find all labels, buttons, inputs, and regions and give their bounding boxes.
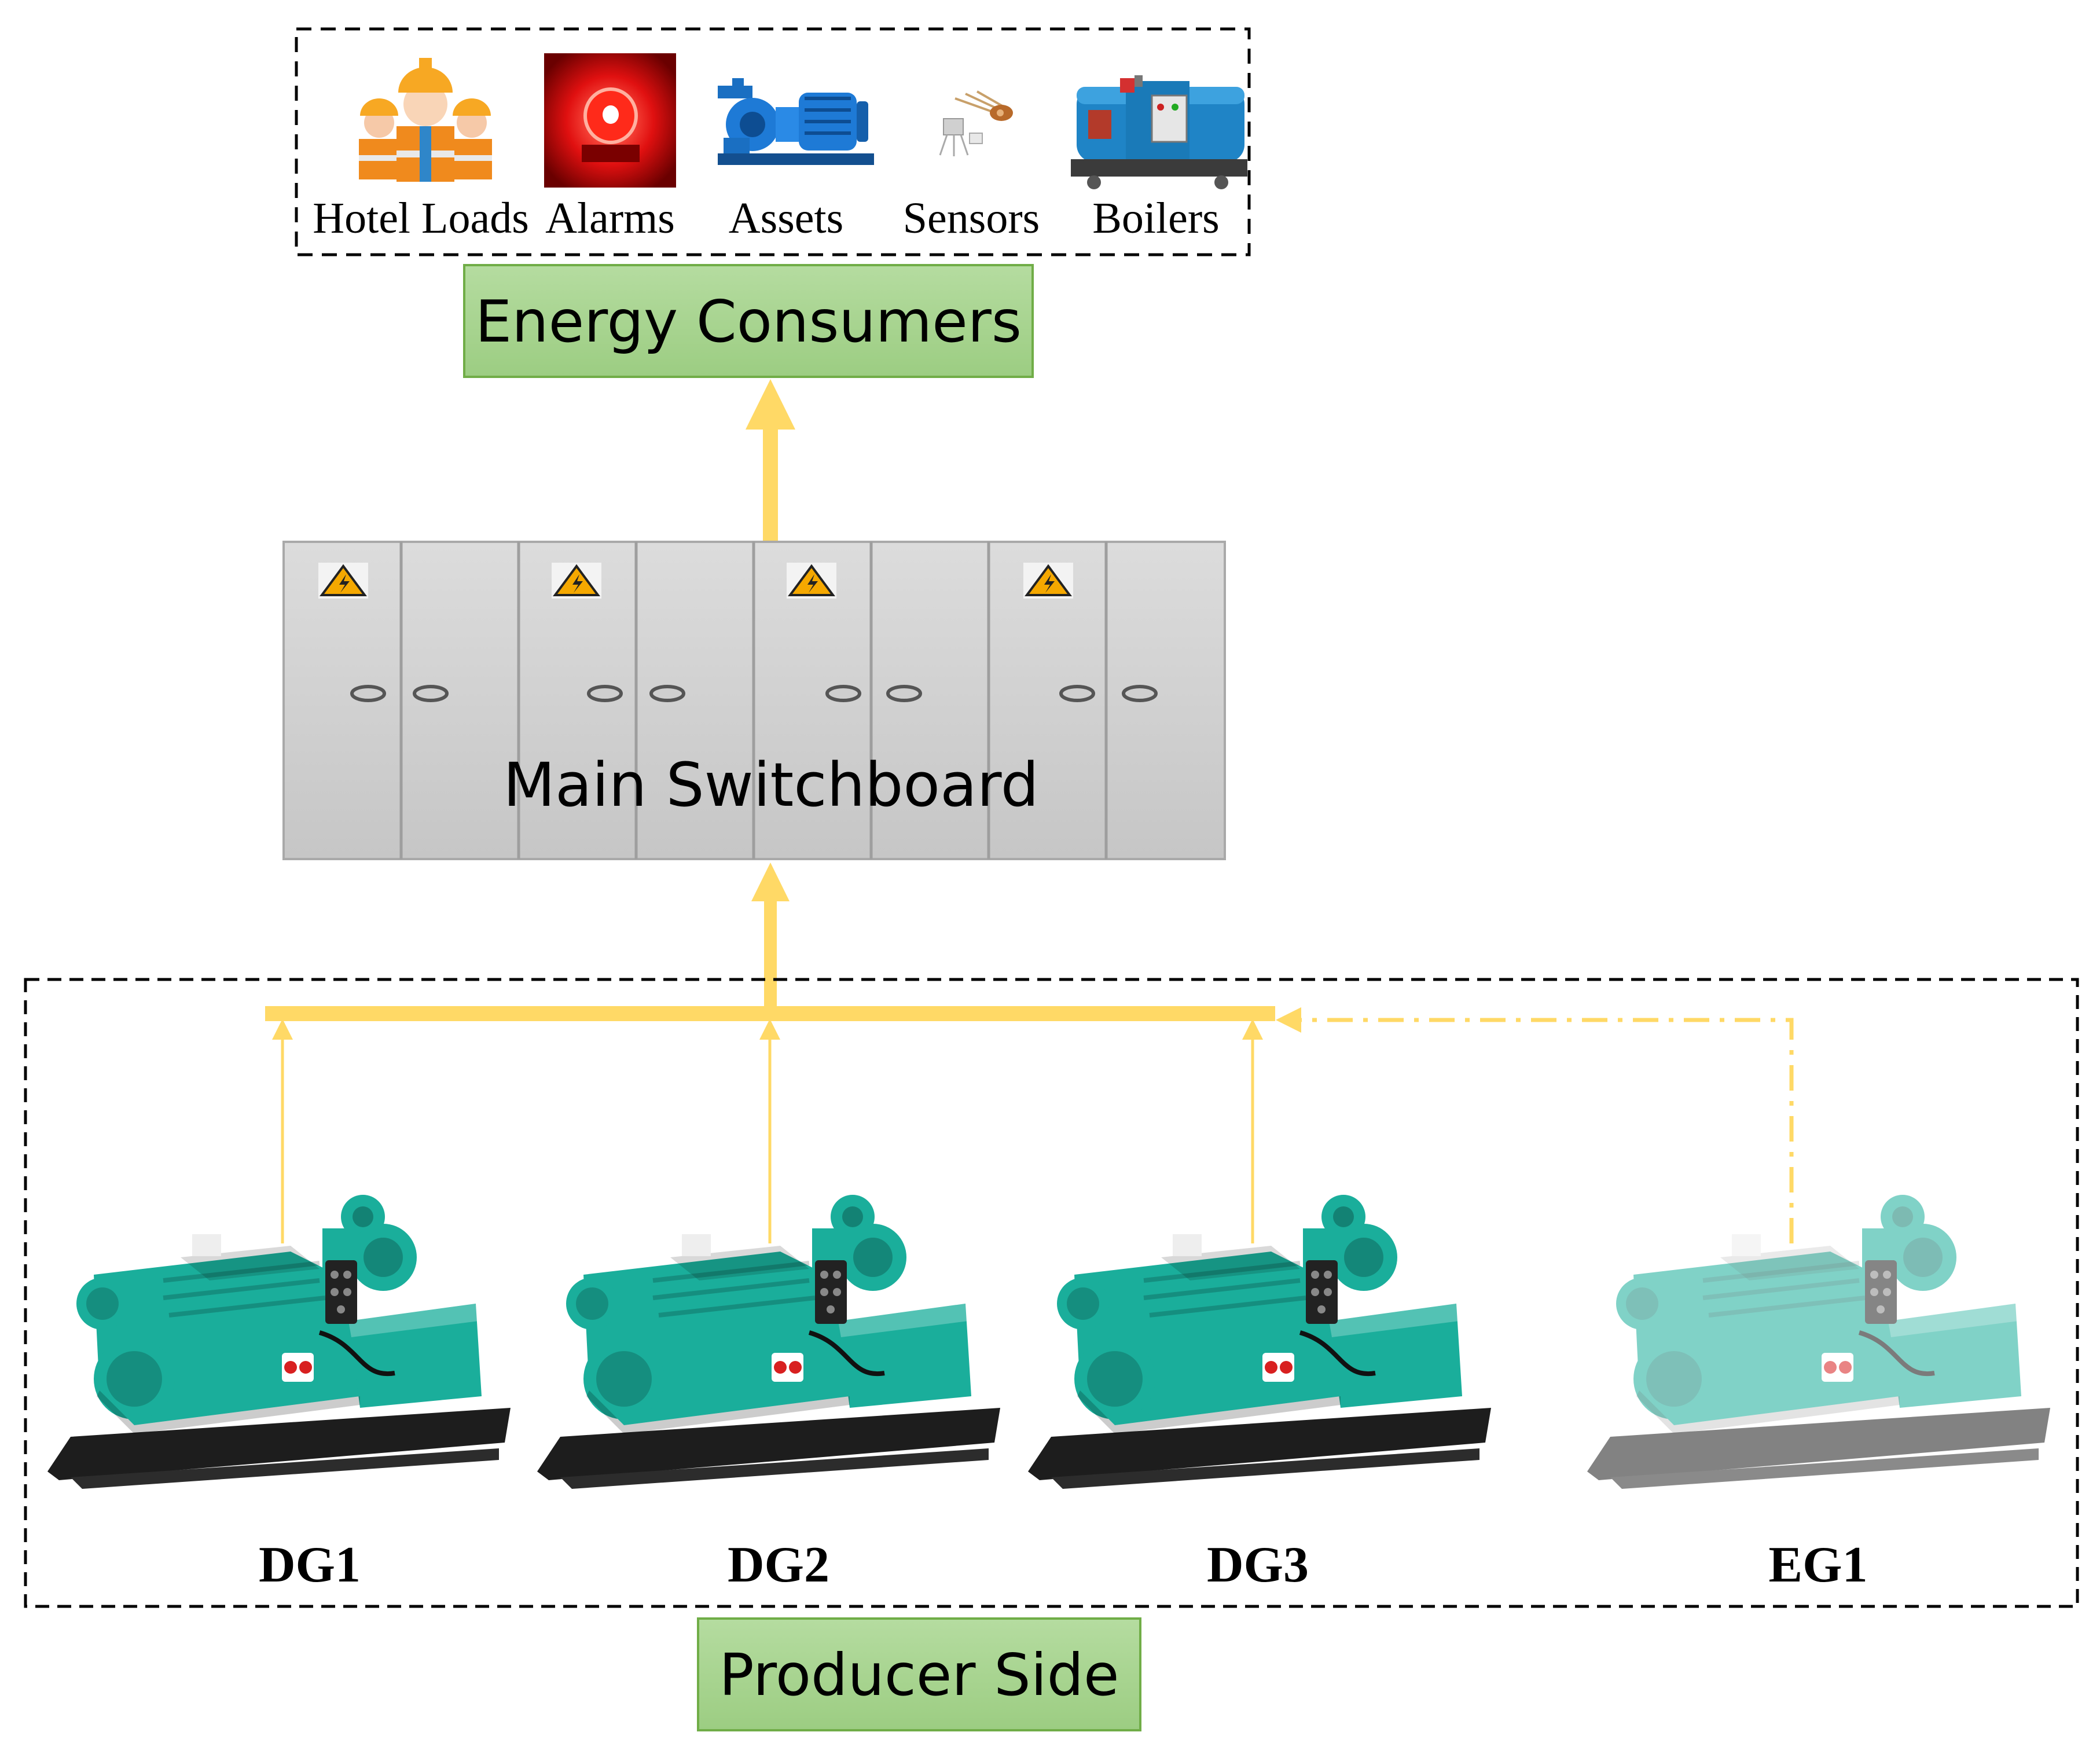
generator-label-dg1: DG1 xyxy=(259,1537,361,1593)
consumers-group-box xyxy=(295,27,1251,256)
generator-label-dg3: DG3 xyxy=(1207,1537,1309,1593)
producer-group-box xyxy=(24,978,2079,1608)
boiler-icon xyxy=(1071,75,1247,189)
main-switchboard-label: Main Switchboard xyxy=(503,750,1039,820)
power-bus-bar xyxy=(265,1006,1275,1021)
producer-side-box xyxy=(697,1617,1141,1731)
consumer-label-boilers: Boilers xyxy=(1092,194,1220,243)
consumer-label-hotel-loads: Hotel Loads xyxy=(313,194,529,243)
arrow-switchboard-to-consumers xyxy=(746,379,795,544)
feeder-arrow-dg2 xyxy=(759,1019,780,1243)
generator-eg1 xyxy=(1587,1195,2050,1489)
producer-side-label: Producer Side xyxy=(719,1641,1119,1709)
consumer-label-alarms: Alarms xyxy=(545,194,675,243)
feeder-arrow-eg1-dashdot xyxy=(1276,1007,1794,1243)
workers-icon xyxy=(359,58,492,182)
pump-icon xyxy=(718,78,874,165)
generator-dg3 xyxy=(1028,1195,1491,1489)
generator-dg1 xyxy=(47,1195,511,1489)
energy-consumers-label: Energy Consumers xyxy=(475,288,1022,355)
feeder-arrow-dg3 xyxy=(1242,1019,1263,1243)
generator-label-dg2: DG2 xyxy=(728,1537,829,1593)
consumer-label-sensors: Sensors xyxy=(903,194,1040,243)
consumer-label-assets: Assets xyxy=(729,194,843,243)
arrow-bus-to-switchboard xyxy=(751,863,790,1014)
feeder-arrow-dg1 xyxy=(272,1019,293,1243)
sensor-icon xyxy=(939,90,1013,156)
energy-consumers-box xyxy=(463,264,1034,378)
alarm-light-icon xyxy=(544,53,676,188)
generator-label-eg1: EG1 xyxy=(1768,1537,1867,1593)
